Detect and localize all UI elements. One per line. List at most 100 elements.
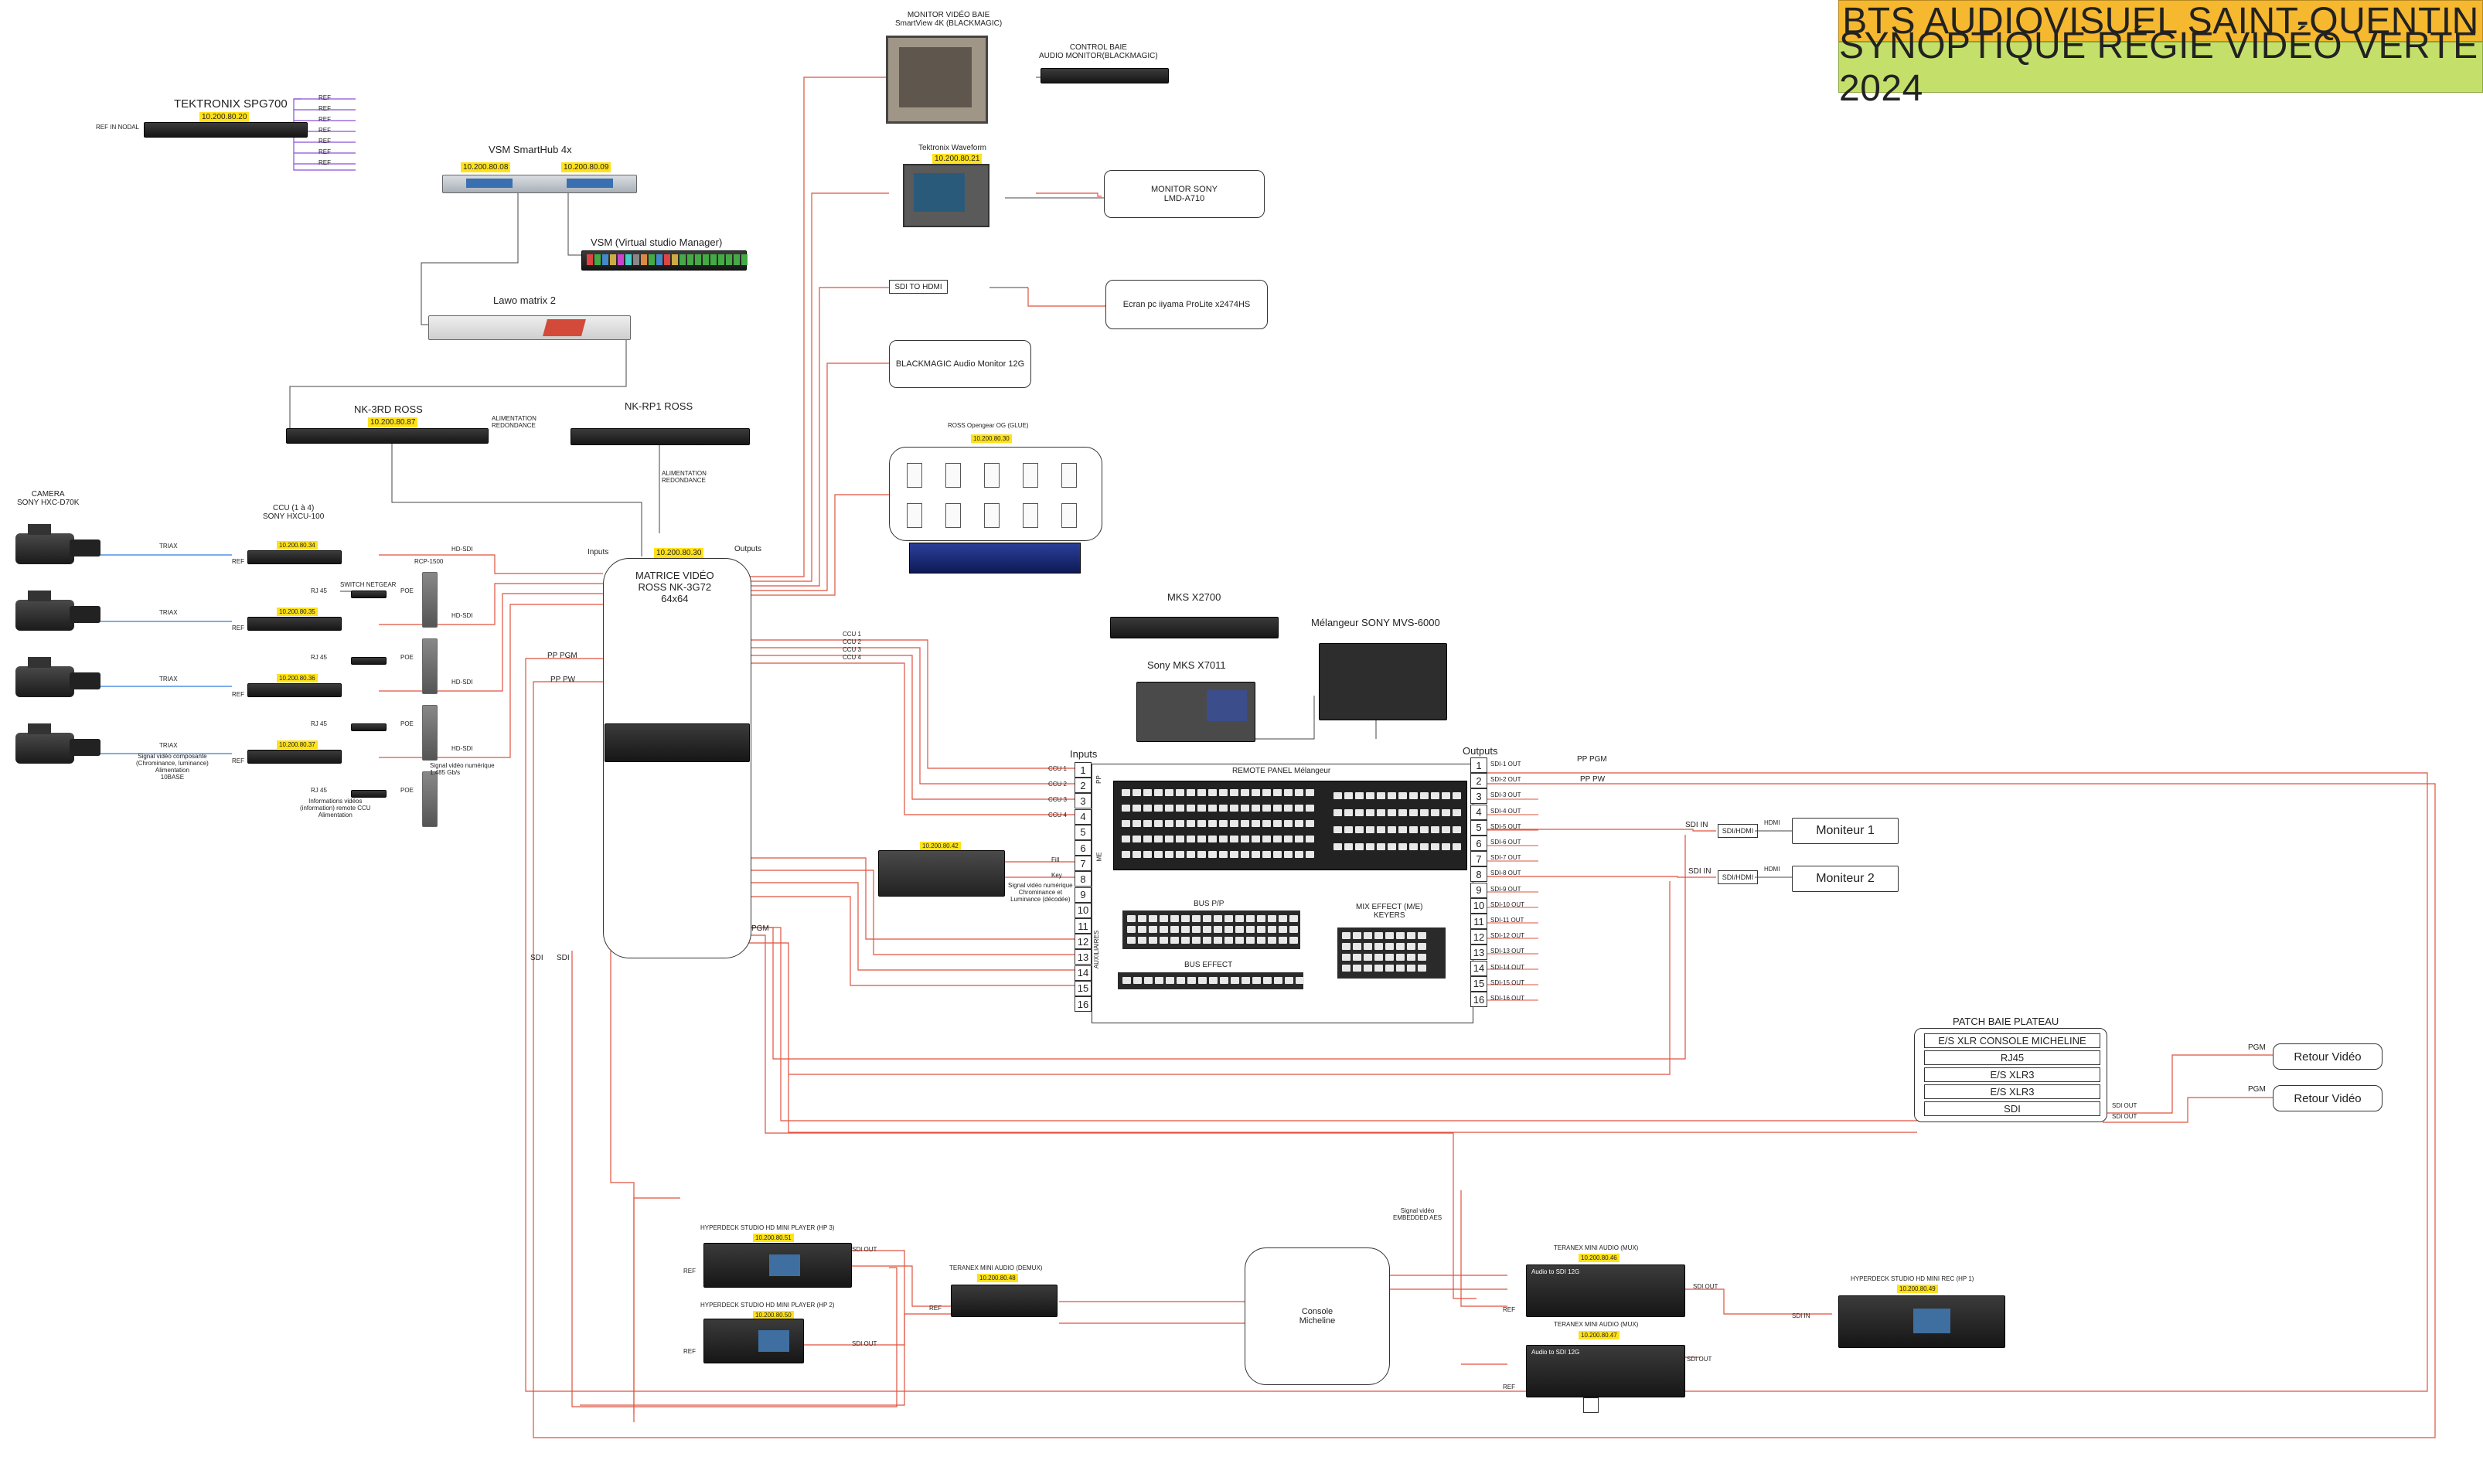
- rp-key: [1165, 820, 1173, 827]
- rp-key: [1398, 826, 1407, 833]
- rp-key: [1306, 789, 1314, 796]
- camera-4: [15, 723, 100, 778]
- bus-pp-key: [1127, 915, 1136, 922]
- mux1-unit: Audio to SDI 12G: [1526, 1264, 1685, 1317]
- rp-key: [1344, 809, 1353, 816]
- vsm-key: [649, 254, 655, 265]
- title-banner: SYNOPTIQUE RÉGIE VIDÉO VERTE 2024: [1838, 26, 2483, 109]
- rp-key: [1420, 843, 1429, 850]
- vsm-key: [718, 254, 724, 265]
- me-key: [1374, 954, 1383, 961]
- out-pp-pw: PP PW: [1580, 775, 1606, 784]
- spg-ref-out: REF: [318, 159, 331, 166]
- switcher-ccu-label: CCU 2: [1048, 781, 1068, 788]
- me-key: [1353, 932, 1361, 939]
- rp-key: [1133, 805, 1141, 812]
- audio-monitor-unit: [1041, 68, 1169, 83]
- ref-label: REF: [232, 757, 244, 764]
- bus-pp-key: [1203, 937, 1211, 944]
- rp-key: [1333, 809, 1342, 816]
- m2-hdmi: HDMI: [1764, 866, 1780, 873]
- rp-key: [1366, 792, 1374, 799]
- rp-key: [1273, 789, 1282, 796]
- bus-effect-key: [1242, 977, 1250, 984]
- me-key: [1353, 954, 1361, 961]
- rp-key: [1388, 809, 1396, 816]
- sdi-out-label: SDI-11 OUT: [1490, 917, 1524, 924]
- mux1-label: TERANEX MINI AUDIO (MUX): [1554, 1244, 1639, 1251]
- rp-key: [1295, 836, 1303, 842]
- smarthub-ip-2: 10.200.80.09: [561, 162, 611, 172]
- vsm-key: [687, 254, 693, 265]
- og-card: [1023, 503, 1038, 528]
- rp-key: [1241, 789, 1249, 796]
- og-card: [945, 503, 961, 528]
- bus-pp-key: [1214, 915, 1222, 922]
- rp-key: [1366, 809, 1374, 816]
- rp-key: [1333, 826, 1342, 833]
- ref-label: REF: [232, 691, 244, 698]
- rp-key: [1154, 836, 1163, 842]
- demux-unit: [951, 1285, 1058, 1317]
- hd-sdi-label: HD-SDI: [451, 745, 473, 752]
- rp-key-row: [1333, 843, 1461, 850]
- rp-key: [1165, 836, 1173, 842]
- hp2-sdi-out: SDI OUT: [852, 1340, 877, 1347]
- bus-pp-key: [1257, 926, 1265, 933]
- smarthub-ip-1: 10.200.80.08: [461, 162, 511, 172]
- vsm-panel: [581, 250, 748, 271]
- bus-pp-panel: [1122, 910, 1300, 949]
- vsm-key: [664, 254, 670, 265]
- sdi-out-label: SDI-8 OUT: [1490, 870, 1521, 877]
- smartview-monitor: [886, 36, 988, 124]
- og-rack: [909, 543, 1081, 574]
- rp-key: [1208, 789, 1217, 796]
- rp-key-row: [1333, 792, 1461, 799]
- bus-pp-key: [1127, 937, 1136, 944]
- me-key: [1342, 965, 1350, 972]
- rp-key: [1453, 826, 1461, 833]
- rp-key: [1333, 843, 1342, 850]
- bus-pp-key: [1289, 915, 1298, 922]
- switcher-input-16: 16: [1075, 996, 1092, 1012]
- bus-effect-key: [1285, 977, 1293, 984]
- triax-label: TRIAX: [159, 676, 178, 682]
- switcher-input-10: 10: [1075, 902, 1092, 918]
- switcher-ccu-label: CCU 3: [1048, 796, 1068, 803]
- me-key: [1407, 965, 1415, 972]
- hp3-label: HYPERDECK STUDIO HD MINI PLAYER (HP 3): [700, 1224, 835, 1231]
- rp-key: [1252, 836, 1260, 842]
- bus-pp-key: [1224, 926, 1233, 933]
- vsm-key: [587, 254, 593, 265]
- retour-video-1: Retour Vidéo: [2273, 1043, 2383, 1070]
- rp-key: [1366, 843, 1374, 850]
- group-pp: PP: [1095, 775, 1102, 784]
- rp-key: [1154, 820, 1163, 827]
- checkbox[interactable]: [1583, 1397, 1599, 1413]
- group-me: ME: [1095, 852, 1103, 862]
- rp-key: [1197, 836, 1206, 842]
- rp-key: [1219, 789, 1228, 796]
- mks7011-unit: [1136, 682, 1255, 742]
- sdi-out-label: SDI-13 OUT: [1490, 948, 1525, 955]
- rp-key: [1409, 843, 1418, 850]
- camera-lens: [70, 539, 100, 556]
- m1-sdi-in: SDI IN: [1685, 821, 1708, 829]
- bus-pp-key: [1289, 926, 1298, 933]
- me-key: [1364, 932, 1372, 939]
- bus-pp-key: [1235, 915, 1244, 922]
- bus-effect-key: [1177, 977, 1185, 984]
- hd-sdi-label: HD-SDI: [451, 546, 473, 553]
- me-key: [1418, 943, 1426, 950]
- me-key: [1374, 943, 1383, 950]
- smarthub-name: VSM SmartHub 4x: [489, 144, 572, 155]
- nkrp1-name: NK-RP1 ROSS: [625, 400, 693, 412]
- rp-key: [1409, 792, 1418, 799]
- vsm-key: [734, 254, 740, 265]
- matrix-inputs-label: Inputs: [588, 548, 609, 556]
- mks2700-label: MKS X2700: [1167, 591, 1221, 603]
- rcp-label: RCP-1500: [414, 558, 444, 565]
- rp-key: [1409, 826, 1418, 833]
- rp-key: [1252, 805, 1260, 812]
